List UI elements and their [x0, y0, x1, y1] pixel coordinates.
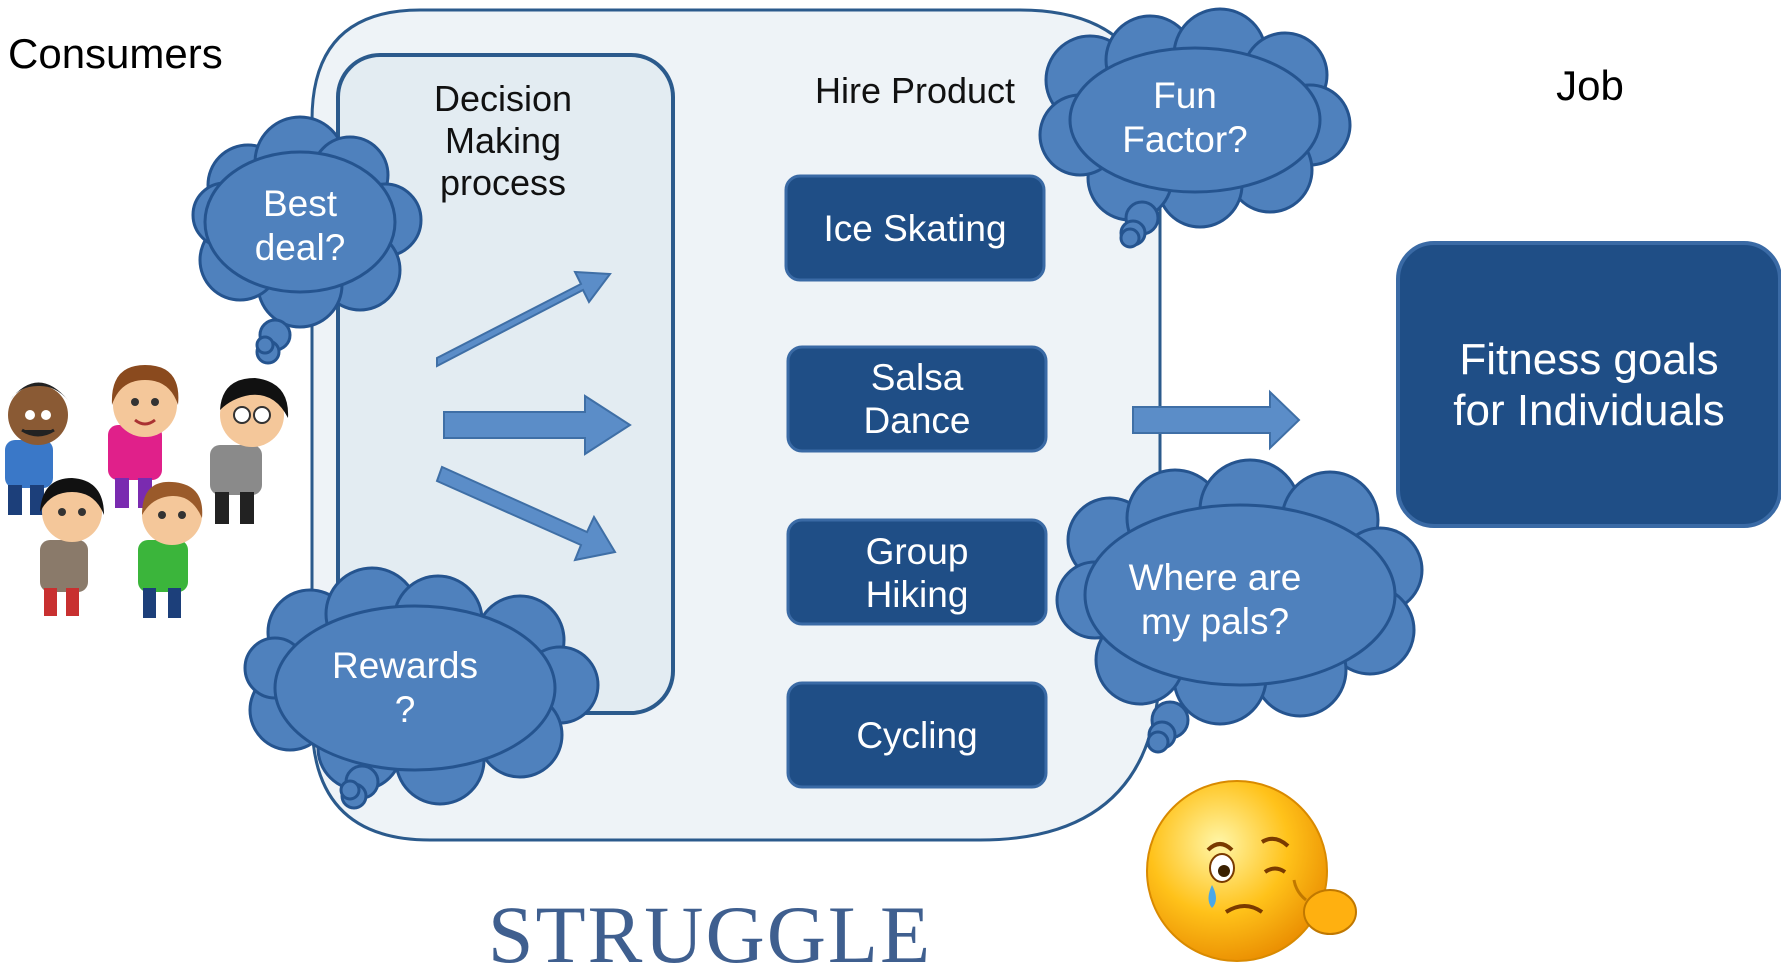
product-box-cycling [786, 681, 1048, 789]
hire-product-label: Hire Product [814, 70, 1016, 111]
person-2 [108, 365, 179, 508]
person-3 [210, 378, 289, 524]
job-box [1396, 241, 1781, 528]
product-boxes [784, 174, 1048, 789]
cloud-fun-factor-text: Fun Factor? [1122, 75, 1248, 160]
decision-arrows [435, 270, 632, 562]
thought-clouds [191, 7, 1424, 810]
cloud-pals [1055, 458, 1424, 754]
product-ice-skating-label: Ice Skating [823, 208, 1007, 249]
product-salsa-dance-label: Salsa Dance [863, 357, 971, 441]
person-5 [138, 481, 203, 618]
arrow-down-right [435, 465, 617, 562]
cloud-fun-factor [1038, 7, 1352, 249]
struggle-label: STRUGGLE [487, 889, 933, 980]
consumers-people-illustration [5, 365, 289, 618]
job-box-text: Fitness goals for Individuals [1453, 335, 1725, 435]
product-box-ice-skating [784, 174, 1046, 282]
decision-process-label: Decision Making process [433, 78, 573, 203]
product-box-hiking [786, 518, 1048, 626]
job-label: Job [1556, 62, 1624, 109]
cloud-rewards-text: Rewards ? [332, 645, 478, 730]
arrow-up-right [436, 270, 612, 368]
cloud-rewards [243, 566, 600, 810]
cloud-pals-text: Where are my pals? [1128, 557, 1302, 642]
product-cycling-label: Cycling [856, 715, 978, 756]
person-4 [40, 478, 104, 616]
arrow-to-job [1132, 389, 1301, 451]
person-1 [5, 382, 68, 515]
consumers-label: Consumers [8, 30, 223, 77]
cloud-best-deal [191, 115, 423, 365]
arrow-right [443, 394, 632, 456]
product-box-salsa [786, 345, 1048, 453]
product-group-hiking-label: Group Hiking [865, 531, 969, 615]
cloud-best-deal-text: Best deal? [254, 183, 346, 268]
crying-emoji-icon [1146, 780, 1357, 962]
